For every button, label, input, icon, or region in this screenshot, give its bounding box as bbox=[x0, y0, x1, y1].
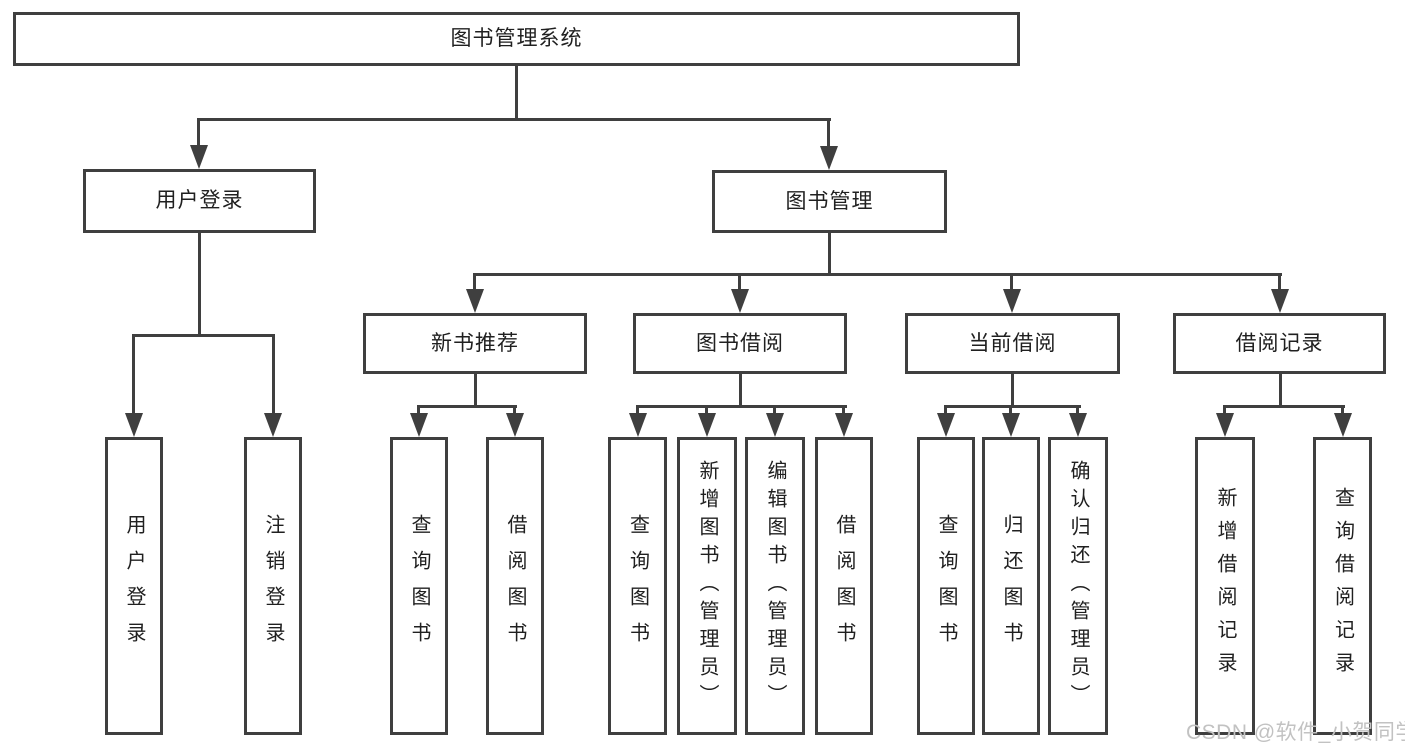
leaf-bb-edit-book-admin: 编辑图书（管理员） bbox=[745, 437, 805, 735]
arrowhead-rec-borrow bbox=[506, 413, 524, 437]
edge-userlogin-bus bbox=[132, 334, 275, 337]
edge-drop-ul-login bbox=[132, 337, 135, 413]
edge-root-bus bbox=[197, 118, 831, 121]
arrowhead-bb-add bbox=[698, 413, 716, 437]
edge-bb-stem bbox=[739, 374, 742, 405]
arrowhead-book-mgmt bbox=[820, 146, 838, 170]
edge-drop-bb-borrow bbox=[842, 408, 845, 413]
arrowhead-bb-edit bbox=[766, 413, 784, 437]
arrowhead-cb-query bbox=[937, 413, 955, 437]
arrowhead-rec-query bbox=[410, 413, 428, 437]
arrowhead-borrow-records bbox=[1271, 289, 1289, 313]
edge-rec-stem bbox=[474, 374, 477, 405]
edge-drop-new-book-rec bbox=[473, 276, 476, 289]
edge-drop-borrow-records bbox=[1278, 276, 1281, 289]
leaf-rec-borrow-book: 借阅图书 bbox=[486, 437, 544, 735]
arrowhead-cb-confirm bbox=[1069, 413, 1087, 437]
arrowhead-book-borrow bbox=[731, 289, 749, 313]
arrowhead-new-book-rec bbox=[466, 289, 484, 313]
arrowhead-br-query bbox=[1334, 413, 1352, 437]
leaf-logout: 注销登录 bbox=[244, 437, 302, 735]
arrowhead-bb-query bbox=[629, 413, 647, 437]
edge-drop-cb-query bbox=[944, 408, 947, 413]
edge-drop-rec-borrow bbox=[513, 408, 516, 413]
edge-drop-bb-query bbox=[636, 408, 639, 413]
node-new-book-recommend: 新书推荐 bbox=[363, 313, 587, 374]
edge-bookmgmt-bus bbox=[473, 273, 1282, 276]
leaf-cb-query-book: 查询图书 bbox=[917, 437, 975, 735]
edge-userlogin-stem bbox=[198, 233, 201, 334]
arrowhead-current-borrow bbox=[1003, 289, 1021, 313]
node-current-borrow: 当前借阅 bbox=[905, 313, 1120, 374]
arrowhead-ul-login bbox=[125, 413, 143, 437]
node-root: 图书管理系统 bbox=[13, 12, 1020, 66]
leaf-user-login: 用户登录 bbox=[105, 437, 163, 735]
leaf-cb-return-book: 归还图书 bbox=[982, 437, 1040, 735]
edge-br-stem bbox=[1279, 374, 1282, 405]
node-user-login: 用户登录 bbox=[83, 169, 316, 233]
edge-br-bus bbox=[1223, 405, 1345, 408]
leaf-bb-borrow-book: 借阅图书 bbox=[815, 437, 873, 735]
edge-bb-bus bbox=[636, 405, 847, 408]
edge-drop-rec-query bbox=[417, 408, 420, 413]
arrowhead-user-login bbox=[190, 145, 208, 169]
edge-drop-book-borrow bbox=[738, 276, 741, 289]
edge-drop-cb-confirm bbox=[1076, 408, 1079, 413]
edge-bookmgmt-stem bbox=[828, 233, 831, 273]
csdn-watermark: CSDN @软件_小贺同学 bbox=[1186, 721, 1405, 744]
leaf-bb-query-book: 查询图书 bbox=[608, 437, 667, 735]
leaf-rec-query-book: 查询图书 bbox=[390, 437, 448, 735]
edge-drop-current-borrow bbox=[1010, 276, 1013, 289]
edge-drop-bb-edit bbox=[773, 408, 776, 413]
leaf-br-add-record: 新增借阅记录 bbox=[1195, 437, 1255, 735]
node-book-borrow: 图书借阅 bbox=[633, 313, 847, 374]
edge-drop-br-add bbox=[1223, 408, 1226, 413]
arrowhead-cb-return bbox=[1002, 413, 1020, 437]
edge-drop-user-login bbox=[197, 121, 200, 145]
arrowhead-ul-logout bbox=[264, 413, 282, 437]
edge-cb-bus bbox=[944, 405, 1081, 408]
edge-drop-cb-return bbox=[1009, 408, 1012, 413]
leaf-cb-confirm-return-admin: 确认归还（管理员） bbox=[1048, 437, 1108, 735]
leaf-br-query-record: 查询借阅记录 bbox=[1313, 437, 1372, 735]
edge-drop-bb-add bbox=[705, 408, 708, 413]
node-book-management: 图书管理 bbox=[712, 170, 947, 233]
edge-drop-ul-logout bbox=[272, 337, 275, 413]
arrowhead-bb-borrow bbox=[835, 413, 853, 437]
edge-rec-bus bbox=[417, 405, 517, 408]
arrowhead-br-add bbox=[1216, 413, 1234, 437]
edge-drop-book-mgmt bbox=[827, 121, 830, 146]
edge-root-stem bbox=[515, 66, 518, 121]
node-borrow-records: 借阅记录 bbox=[1173, 313, 1386, 374]
leaf-bb-add-book-admin: 新增图书（管理员） bbox=[677, 437, 737, 735]
edge-drop-br-query bbox=[1341, 408, 1344, 413]
edge-cb-stem bbox=[1011, 374, 1014, 405]
